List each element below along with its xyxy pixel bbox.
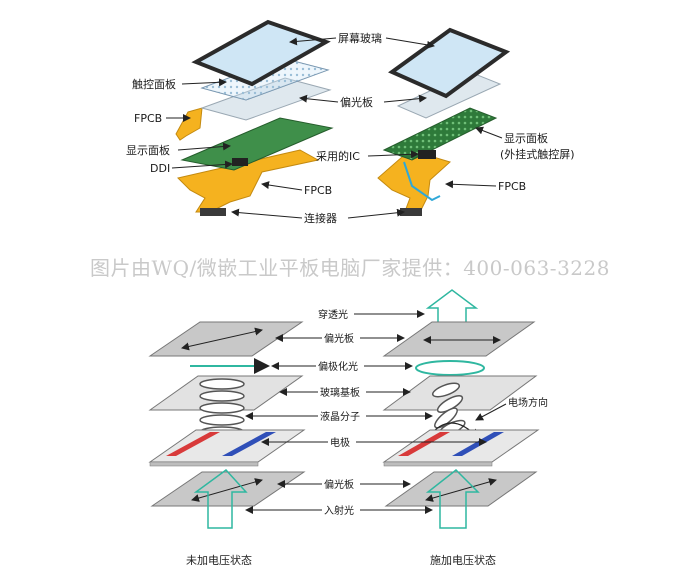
right-fpcb-flex: [377, 149, 451, 215]
label-transmitted-light: 穿透光: [318, 308, 348, 321]
bottom-labels: 穿透光 偏光板 偏极化光 玻璃基板 液晶分子 电场方向 电极 偏光板 入射光: [245, 308, 548, 517]
left-ddi-chip: [232, 158, 248, 166]
label-field-direction: 电场方向: [508, 396, 548, 409]
br-bottom-glass: [382, 429, 540, 463]
bl-bottom-polarizer: [150, 471, 306, 507]
br-electrode-blue: [452, 432, 504, 456]
caption-voltage-applied: 施加电压状态: [430, 554, 496, 565]
br-electrode-red: [398, 432, 450, 456]
left-display-panel: [180, 117, 334, 171]
top-labels: 屏幕玻璃 触控面板 偏光板 FPCB 显示面板 DDI 采用的IC 显示面板 (…: [126, 31, 575, 225]
label-polarizer-top: 偏光板: [324, 332, 354, 345]
label-polarized-light: 偏极化光: [318, 360, 358, 373]
label-incident-light: 入射光: [324, 504, 354, 517]
bl-electrode-red: [166, 432, 220, 456]
bl-bottom-glass: [148, 429, 306, 463]
br-bottom-polarizer: [384, 471, 538, 507]
left-side-fpcb: [175, 107, 203, 141]
label-screen-glass: 屏幕玻璃: [338, 31, 382, 45]
label-fpcb-right: FPCB: [498, 180, 526, 193]
label-ic-used: 采用的IC: [316, 149, 360, 163]
bl-top-polarizer: [148, 321, 304, 357]
label-polarizer-bottom: 偏光板: [324, 478, 354, 491]
label-fpcb-left: FPCB: [134, 112, 162, 125]
right-signal-trace: [403, 161, 441, 202]
bl-lc-coil: [199, 378, 245, 438]
label-ddi: DDI: [150, 162, 170, 175]
label-display-panel-right: 显示面板: [504, 131, 548, 145]
right-ic-chip: [418, 150, 436, 159]
left-fpcb-flex: [177, 149, 320, 213]
label-connector: 连接器: [304, 212, 337, 225]
label-fpcb-center: FPCB: [304, 184, 332, 197]
bl-incident-light-arrow: [193, 468, 248, 529]
label-display-panel-right-note: (外挂式触控屏): [500, 147, 575, 161]
watermark-text: 图片由WQ/微嵌工业平板电脑厂家提供：400-063-3228: [90, 256, 610, 280]
label-touch-panel: 触控面板: [132, 77, 176, 91]
left-connector: [200, 208, 226, 216]
label-liquid-crystal: 液晶分子: [320, 410, 360, 423]
right-connector: [400, 208, 422, 216]
br-top-polarizer: [382, 321, 536, 357]
right-exploded-stack: [377, 27, 511, 216]
label-glass-substrate: 玻璃基板: [320, 386, 360, 399]
label-polarizer: 偏光板: [340, 95, 373, 109]
br-polarized-light-ring: [415, 360, 485, 376]
br-incident-light-arrow: [425, 468, 480, 529]
label-electrode: 电极: [330, 436, 350, 449]
caption-no-voltage: 未加电压状态: [186, 554, 252, 565]
bottom-right-diagram: [382, 289, 540, 529]
label-display-panel-left: 显示面板: [126, 143, 170, 157]
bottom-left-diagram: [148, 321, 306, 529]
right-display-panel: [382, 107, 498, 161]
